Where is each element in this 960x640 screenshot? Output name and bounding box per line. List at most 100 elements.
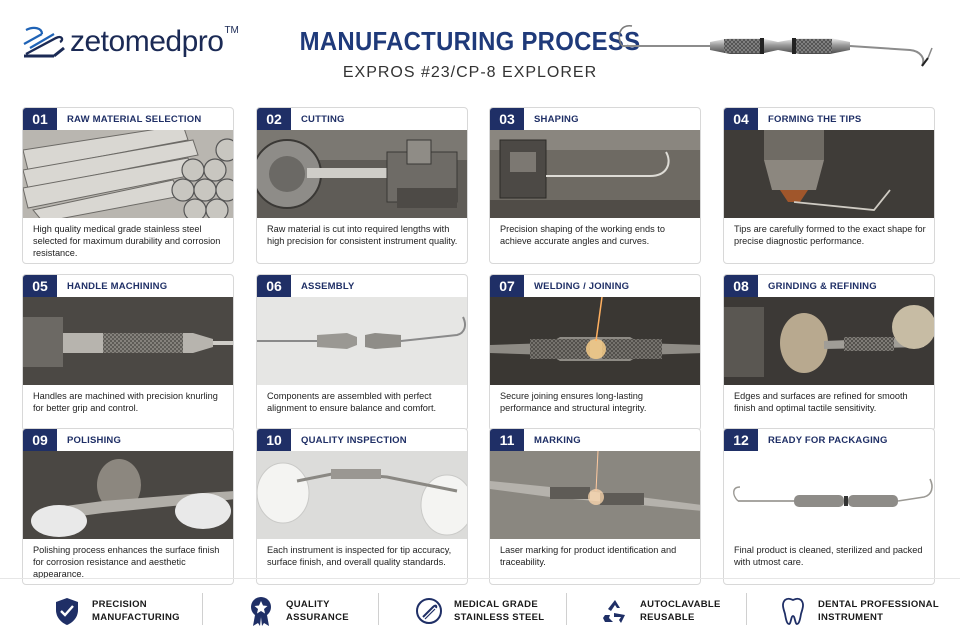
step-header: 04 FORMING THE TIPS <box>724 108 934 130</box>
divider <box>566 593 567 625</box>
step-number: 10 <box>257 429 291 451</box>
brand-name: zetomedpro <box>70 25 224 58</box>
feature-item: QUALITY ASSURANCE <box>246 591 349 631</box>
page-title: MANUFACTURING PROCESS <box>299 26 641 56</box>
feature-label-line: DENTAL PROFESSIONAL <box>818 599 939 610</box>
instrument-circle-icon <box>414 595 444 627</box>
lathe-chuck-image <box>257 130 467 218</box>
step-number: 01 <box>23 108 57 130</box>
step-title: RAW MATERIAL SELECTION <box>67 113 202 125</box>
feature-item: AUTOCLAVABLE REUSABLE <box>600 591 721 631</box>
step-card[interactable]: 10 QUALITY INSPECTION Each instrument is… <box>256 428 468 585</box>
step-number: 03 <box>490 108 524 130</box>
tip-forming-image <box>724 130 934 218</box>
step-number: 02 <box>257 108 291 130</box>
step-header: 06 ASSEMBLY <box>257 275 467 297</box>
page-subtitle: EXPROS #23/CP-8 EXPLORER <box>342 64 598 81</box>
welding-spark-image <box>490 297 700 385</box>
header: zetomedpro TM MANUFACTURING PROCESS EXPR… <box>0 0 960 100</box>
explorer-instrument-image <box>618 25 933 67</box>
step-card[interactable]: 09 POLISHING Polishing process enhances … <box>22 428 234 585</box>
step-header: 08 GRINDING & REFINING <box>724 275 934 297</box>
step-card[interactable]: 12 READY FOR PACKAGING Final product is … <box>723 428 935 585</box>
feature-label: MEDICAL GRADE STAINLESS STEEL <box>454 598 544 624</box>
feature-item: DENTAL PROFESSIONAL INSTRUMENT <box>778 591 939 631</box>
step-header: 03 SHAPING <box>490 108 700 130</box>
step-number: 08 <box>724 275 758 297</box>
finished-instrument-image <box>724 451 934 539</box>
step-card[interactable]: 02 CUTTING Raw material is cut into requ… <box>256 107 468 264</box>
step-title: GRINDING & REFINING <box>768 280 877 292</box>
step-description: Final product is cleaned, sterilized and… <box>734 545 923 567</box>
tooth-icon <box>778 595 808 627</box>
gloved-hands-image <box>257 451 467 539</box>
step-header: 12 READY FOR PACKAGING <box>724 429 934 451</box>
step-title: CUTTING <box>301 113 345 125</box>
feature-label-line: MANUFACTURING <box>92 612 180 623</box>
feature-label-line: QUALITY <box>286 599 330 610</box>
step-description: Components are assembled with perfect al… <box>267 391 437 413</box>
step-card[interactable]: 07 WELDING / JOINING Secure joining ensu… <box>489 274 701 431</box>
step-description: Raw material is cut into required length… <box>267 224 458 246</box>
step-number: 04 <box>724 108 758 130</box>
step-card[interactable]: 03 SHAPING Precision shaping of the work… <box>489 107 701 264</box>
step-description: Tips are carefully formed to the exact s… <box>734 224 926 246</box>
shield-check-icon <box>52 595 82 627</box>
step-card[interactable]: 08 GRINDING & REFINING Edges and surface… <box>723 274 935 431</box>
step-title: POLISHING <box>67 434 122 446</box>
handle-parts-image <box>257 297 467 385</box>
step-title: ASSEMBLY <box>301 280 355 292</box>
brand-logo[interactable]: zetomedpro TM <box>20 22 239 62</box>
step-number: 12 <box>724 429 758 451</box>
brand-name-a: zeto <box>70 25 125 58</box>
step-header: 05 HANDLE MACHINING <box>23 275 233 297</box>
feature-label-line: INSTRUMENT <box>818 612 884 623</box>
brand-name-b: medpro <box>124 25 224 58</box>
step-number: 11 <box>490 429 524 451</box>
step-title: MARKING <box>534 434 581 446</box>
step-card[interactable]: 01 RAW MATERIAL SELECTION High quality m… <box>22 107 234 264</box>
trademark-mark: TM <box>224 24 239 36</box>
feature-label: DENTAL PROFESSIONAL INSTRUMENT <box>818 598 939 624</box>
feature-label-line: STAINLESS STEEL <box>454 612 545 623</box>
step-description: Each instrument is inspected for tip acc… <box>267 545 452 567</box>
divider <box>378 593 379 625</box>
knurling-lathe-image <box>23 297 233 385</box>
step-header: 07 WELDING / JOINING <box>490 275 700 297</box>
step-title: READY FOR PACKAGING <box>768 434 888 446</box>
step-header: 11 MARKING <box>490 429 700 451</box>
feature-label: QUALITY ASSURANCE <box>286 598 349 624</box>
step-header: 02 CUTTING <box>257 108 467 130</box>
step-title: WELDING / JOINING <box>534 280 630 292</box>
step-header: 01 RAW MATERIAL SELECTION <box>23 108 233 130</box>
step-card[interactable]: 05 HANDLE MACHINING Handles are machined… <box>22 274 234 431</box>
polishing-wheel-image <box>23 451 233 539</box>
laser-marking-image <box>490 451 700 539</box>
step-number: 06 <box>257 275 291 297</box>
explorer-logo-icon <box>23 26 65 58</box>
feature-label-line: ASSURANCE <box>286 612 349 623</box>
feature-item: MEDICAL GRADE STAINLESS STEEL <box>414 591 544 631</box>
divider <box>746 593 747 625</box>
step-title: HANDLE MACHINING <box>67 280 168 292</box>
step-description: Precision shaping of the working ends to… <box>500 224 665 246</box>
bending-fixture-image <box>490 130 700 218</box>
step-card[interactable]: 11 MARKING Laser marking for product ide… <box>489 428 701 585</box>
step-header: 10 QUALITY INSPECTION <box>257 429 467 451</box>
feature-label-line: MEDICAL GRADE <box>454 599 538 610</box>
step-description: High quality medical grade stainless ste… <box>33 224 221 258</box>
step-number: 05 <box>23 275 57 297</box>
feature-label-line: REUSABLE <box>640 612 695 623</box>
step-title: QUALITY INSPECTION <box>301 434 407 446</box>
divider <box>202 593 203 625</box>
feature-label: AUTOCLAVABLE REUSABLE <box>640 598 721 624</box>
step-card[interactable]: 04 FORMING THE TIPS Tips are carefully f… <box>723 107 935 264</box>
step-title: SHAPING <box>534 113 579 125</box>
step-number: 09 <box>23 429 57 451</box>
step-description: Handles are machined with precision knur… <box>33 391 218 413</box>
feature-label-line: AUTOCLAVABLE <box>640 599 721 610</box>
step-card[interactable]: 06 ASSEMBLY Components are assembled wit… <box>256 274 468 431</box>
